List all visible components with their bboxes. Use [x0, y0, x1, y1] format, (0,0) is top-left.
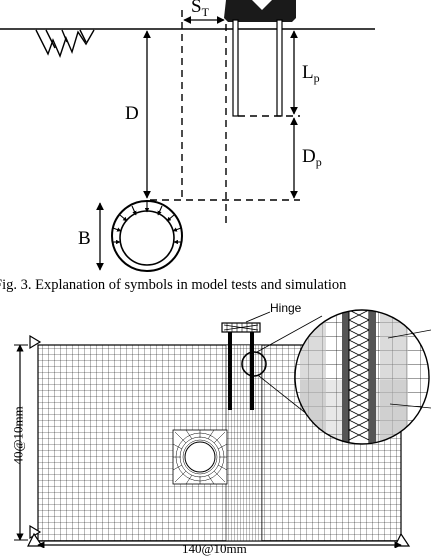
symbol-dp-sub: p [315, 155, 322, 169]
symbol-lp-sub: p [313, 71, 320, 85]
hinge-label: Hinge [270, 301, 302, 315]
mesh-pile-left [228, 330, 232, 410]
fig4-mesh-diagram [14, 309, 431, 548]
tunnel-inner [119, 210, 175, 266]
zoom-source-circle [241, 351, 267, 377]
symbol-st-sub: T [201, 5, 209, 19]
width-label: 140@10mm [182, 541, 247, 556]
support-top-left [29, 334, 42, 350]
pile-cap [224, 0, 296, 22]
symbol-lp: Lp [302, 63, 320, 84]
symbol-dp-main: D [302, 146, 316, 167]
pile-left [232, 19, 239, 117]
symbol-lp-main: L [302, 62, 314, 83]
symbol-d: D [125, 103, 139, 124]
pile-right [276, 19, 283, 117]
tunnel-opening [184, 441, 216, 473]
hinge-leader [245, 311, 271, 323]
tunnel-radial-mesh [172, 429, 228, 485]
zoom-detail [294, 309, 431, 445]
mesh-pile-right [250, 330, 254, 410]
height-label: 40@10mm [10, 406, 26, 465]
fig3-caption: Fig. 3. Explanation of symbols in model … [0, 277, 347, 293]
pressure-arrows [112, 202, 182, 245]
symbol-dp: Dp [302, 147, 322, 168]
ground-hatch [35, 29, 95, 58]
fig3-diagram [0, 0, 375, 272]
symbol-st: ST [191, 0, 209, 18]
symbol-st-main: S [191, 0, 202, 17]
symbol-b: B [78, 228, 91, 249]
